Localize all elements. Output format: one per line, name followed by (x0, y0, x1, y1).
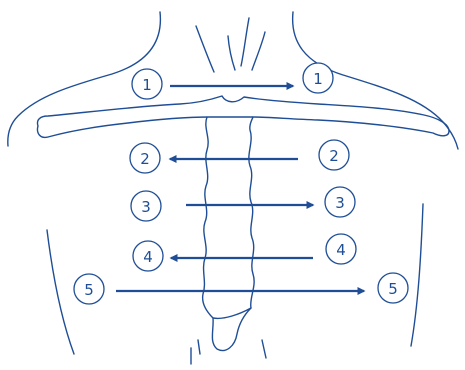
step-4-right-label: 4 (336, 241, 346, 259)
step-1-right-label: 1 (313, 70, 323, 88)
step-4-right-badge: 4 (326, 234, 356, 264)
step-4-left-label: 4 (143, 248, 153, 266)
step-5-right-label: 5 (388, 280, 398, 298)
step-1-right-badge: 1 (303, 63, 333, 93)
step-4-left-badge: 4 (133, 241, 163, 271)
ribcage-sides (47, 204, 423, 354)
step-1-left-badge: 1 (132, 69, 162, 99)
neck-shoulder-outline (8, 12, 458, 149)
step-3-left-badge: 3 (131, 191, 161, 221)
step-2-left-label: 2 (140, 150, 150, 168)
step-2-right-badge: 2 (319, 140, 349, 170)
step-2-left-badge: 2 (130, 143, 160, 173)
step-5-right-badge: 5 (378, 273, 408, 303)
step-3-right-label: 3 (335, 194, 345, 212)
step-3-right-badge: 3 (325, 187, 355, 217)
step-5-left-badge: 5 (74, 274, 104, 304)
step-3-left-label: 3 (141, 198, 151, 216)
step-2-right-label: 2 (329, 147, 339, 165)
step-5-left-label: 5 (84, 281, 94, 299)
sternum (203, 117, 255, 351)
clavicles (37, 96, 449, 137)
abdomen-hints (191, 340, 266, 364)
step-1-left-label: 1 (142, 76, 152, 94)
